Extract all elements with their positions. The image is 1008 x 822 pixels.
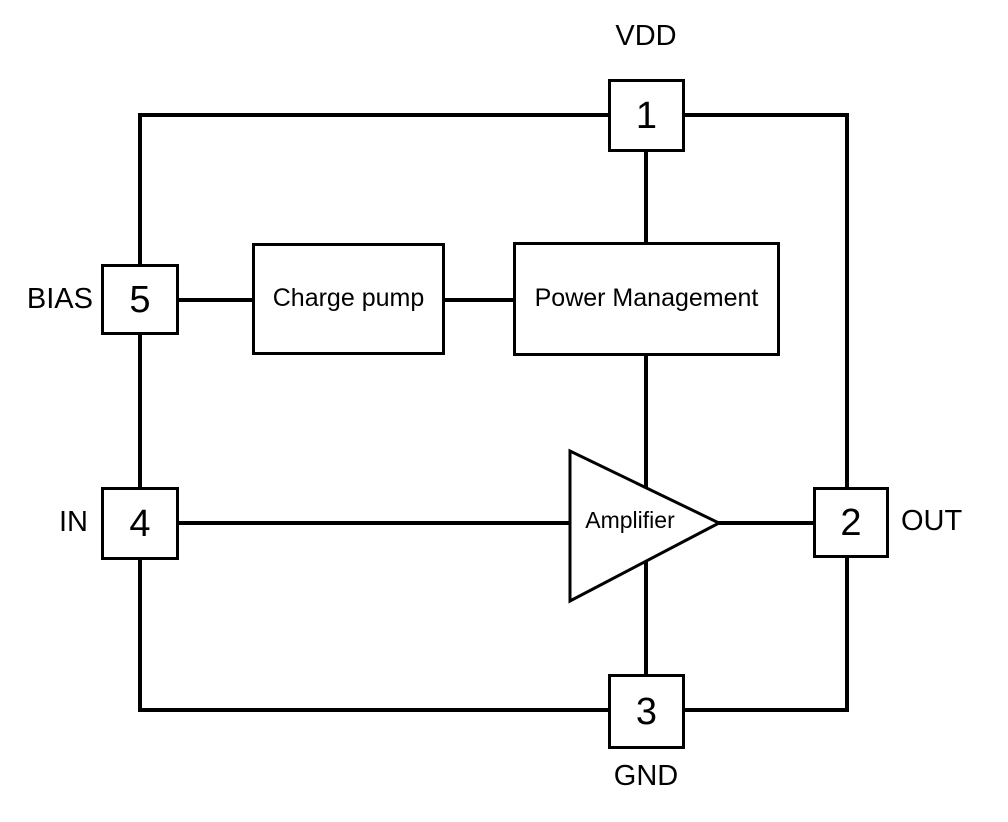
pin-5-box: 5 bbox=[101, 264, 179, 335]
pin-1-name-label: VDD bbox=[615, 20, 677, 52]
pin-5-name-label: BIAS bbox=[26, 283, 93, 315]
pin-4-name-label: IN bbox=[59, 506, 88, 538]
charge-pump-label: Charge pump bbox=[272, 284, 425, 313]
chip-outline bbox=[138, 113, 849, 712]
pin-2-name-label: OUT bbox=[901, 505, 963, 537]
pin-4-number: 4 bbox=[129, 502, 151, 545]
power-management-block: Power Management bbox=[513, 242, 780, 356]
pin-5-number: 5 bbox=[129, 278, 151, 321]
amplifier-triangle bbox=[568, 448, 723, 604]
pin-3-number: 3 bbox=[635, 690, 658, 733]
pin-1-box: 1 bbox=[608, 79, 685, 152]
power-management-label: Power Management bbox=[534, 284, 759, 313]
pin-3-box: 3 bbox=[608, 674, 685, 749]
pin-1-number: 1 bbox=[635, 94, 658, 137]
pin-4-box: 4 bbox=[101, 487, 179, 560]
pin-2-box: 2 bbox=[813, 487, 889, 558]
charge-pump-block: Charge pump bbox=[252, 243, 445, 355]
amplifier-label: Amplifier bbox=[585, 507, 675, 533]
pin-2-number: 2 bbox=[840, 501, 862, 544]
pin-3-name-label: GND bbox=[613, 760, 679, 792]
